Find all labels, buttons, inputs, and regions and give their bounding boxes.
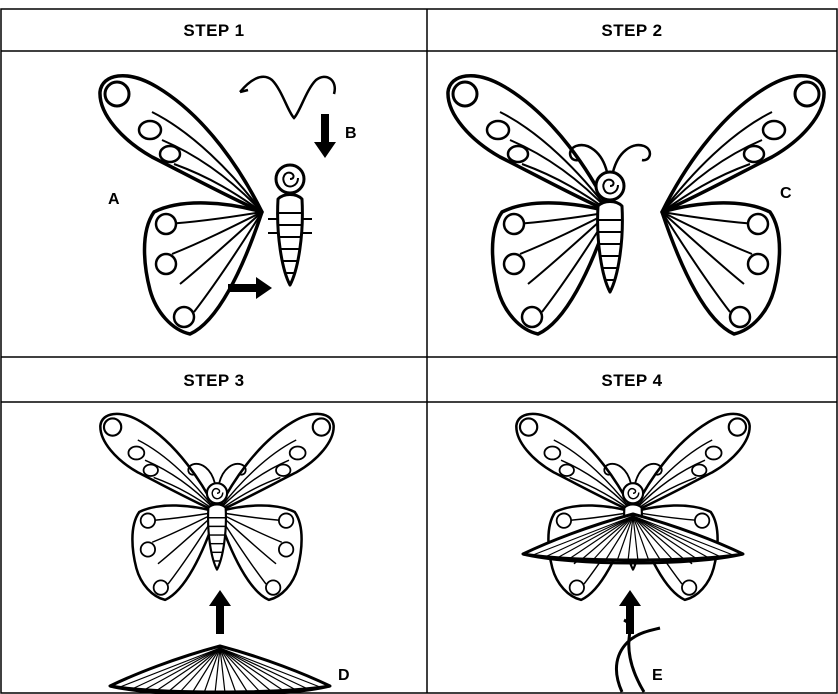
step1-body — [268, 165, 312, 285]
part-label-e: E — [652, 668, 663, 684]
step-4-title: STEP 4 — [427, 361, 837, 399]
part-label-a: A — [108, 192, 120, 208]
step1-antennae-b — [240, 77, 335, 118]
step3-butterfly — [100, 414, 333, 600]
step3-up-arrow — [209, 590, 231, 634]
step2-body-with-left-wing — [448, 76, 650, 334]
step3-seat-d — [110, 646, 330, 694]
step-1-title: STEP 1 — [1, 11, 427, 49]
step-2-title: STEP 2 — [427, 11, 837, 49]
step1-down-arrow — [314, 114, 336, 158]
step2-wing-c — [662, 76, 824, 334]
part-label-b: B — [345, 126, 357, 142]
step4-butterfly — [516, 414, 749, 600]
part-label-d: D — [338, 668, 350, 684]
part-label-c: C — [780, 186, 792, 202]
step3-illustration — [100, 414, 333, 694]
step2-illustration — [448, 76, 824, 334]
step-3-title: STEP 3 — [1, 361, 427, 399]
step1-wing-a — [100, 76, 262, 334]
step1-illustration — [100, 76, 336, 334]
step4-illustration — [516, 414, 749, 692]
